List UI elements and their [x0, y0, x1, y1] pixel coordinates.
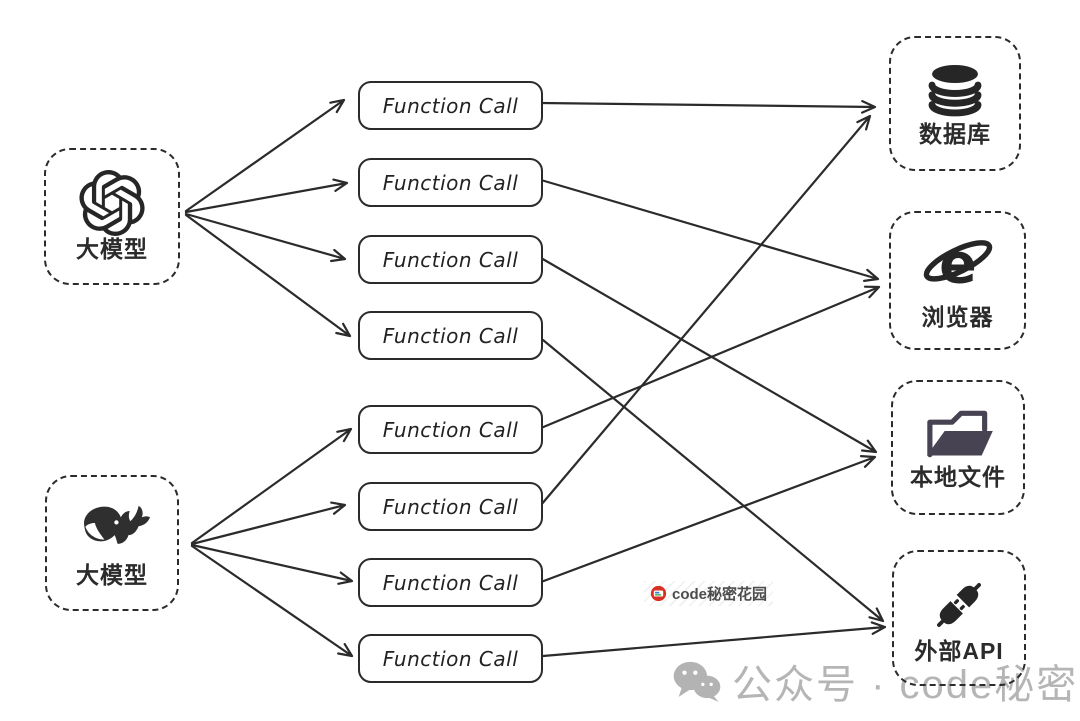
arrow: [539, 285, 881, 430]
function-call-box: Function Call: [358, 634, 543, 683]
open-folder-icon: [926, 411, 993, 458]
arrow: [539, 455, 877, 584]
arrow: [541, 338, 885, 623]
arrow: [184, 213, 352, 338]
garden-logo-icon: [650, 585, 667, 602]
function-call-box: Function Call: [358, 158, 543, 207]
target-node-database: 数据库: [889, 36, 1021, 171]
function-call-label: Function Call: [382, 323, 519, 348]
center-watermark-text: code秘密花园: [672, 586, 768, 603]
arrow: [190, 501, 347, 546]
arrow: [184, 212, 347, 263]
function-call-label: Function Call: [382, 570, 519, 595]
arrow: [190, 543, 354, 585]
model-node-openai: 大模型: [44, 148, 180, 285]
function-call-box: Function Call: [358, 558, 543, 607]
model-label: 大模型: [76, 236, 148, 263]
model-node-deepseek: 大模型: [45, 475, 179, 611]
arrow: [539, 100, 877, 114]
arrow: [539, 178, 880, 282]
target-label: 浏览器: [921, 304, 994, 331]
target-node-local-files: 本地文件: [891, 380, 1025, 515]
function-call-label: Function Call: [382, 494, 519, 519]
openai-logo-icon: [79, 170, 145, 237]
deepseek-whale-icon: [84, 505, 150, 544]
database-icon: [928, 65, 982, 117]
arrow: [539, 114, 872, 507]
function-call-box: Function Call: [358, 235, 543, 284]
arrow: [184, 98, 346, 213]
function-call-label: Function Call: [382, 247, 519, 272]
plug-icon: [937, 582, 981, 627]
arrow: [190, 544, 354, 658]
arrow: [539, 256, 878, 454]
target-label: 数据库: [919, 121, 991, 148]
target-node-browser: e 浏览器: [889, 211, 1026, 350]
function-call-label: Function Call: [382, 646, 519, 671]
target-node-external-api: 外部API: [892, 550, 1026, 686]
center-watermark: code秘密花园: [644, 581, 774, 606]
function-call-box: Function Call: [358, 482, 543, 531]
arrow: [190, 427, 353, 545]
arrow: [184, 178, 349, 214]
function-call-box: Function Call: [358, 81, 543, 130]
function-call-box: Function Call: [358, 311, 543, 360]
ie-browser-icon: e: [923, 232, 992, 297]
model-label: 大模型: [76, 561, 148, 588]
arrow: [541, 621, 887, 658]
function-call-label: Function Call: [382, 170, 519, 195]
target-label: 外部API: [914, 637, 1004, 664]
function-call-label: Function Call: [382, 93, 519, 118]
function-call-label: Function Call: [382, 417, 519, 442]
function-call-box: Function Call: [358, 405, 543, 454]
wechat-icon: [673, 661, 721, 702]
target-label: 本地文件: [910, 464, 1006, 491]
